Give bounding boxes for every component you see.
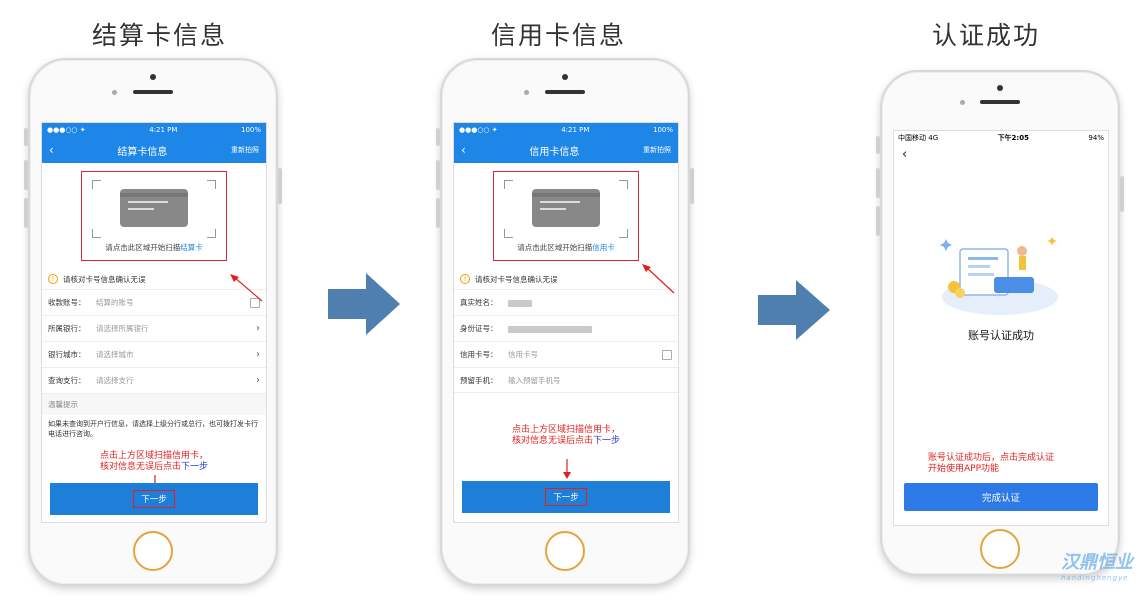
instruction-note: 点击上方区域扫描信用卡， 核对信息无误后点击下一步: [99, 451, 209, 472]
nav-title: 结算卡信息: [117, 146, 168, 158]
status-bar: ●●●○○ ✦ 4:21 PM 100%: [454, 123, 678, 137]
back-icon[interactable]: ‹: [902, 147, 908, 162]
chevron-right-icon: ›: [256, 323, 260, 334]
screen-credit: ●●●○○ ✦ 4:21 PM 100% ‹ 信用卡信息 重新拍照 请点击此区域…: [453, 122, 679, 523]
panel-title-success: 认证成功: [932, 21, 1041, 50]
form-row-account[interactable]: 收款账号： 结算的账号: [42, 289, 266, 315]
retake-button[interactable]: 重新拍照: [643, 146, 671, 154]
phone-settle: ●●●○○ ✦ 4:21 PM 100% ‹ 结算卡信息 重新拍照 请点击此区域…: [24, 58, 282, 586]
chevron-right-icon: ›: [256, 349, 260, 360]
form-row-bank[interactable]: 所属银行： 请选择所属银行 ›: [42, 315, 266, 341]
form-row-phone[interactable]: 预留手机： 输入预留手机号: [454, 367, 678, 393]
redacted-id: [508, 325, 592, 333]
screen-success: 中国移动 4G 下午2:05 94% ‹ 账号认证成功: [893, 130, 1109, 526]
scan-card-area[interactable]: 请点击此区域开始扫描信用卡: [493, 171, 639, 261]
instruction-note: 点击上方区域扫描信用卡， 核对信息无误后点击下一步: [511, 425, 621, 446]
front-camera: [997, 85, 1003, 91]
verify-warning: ! 请核对卡号信息确认无误: [42, 269, 266, 289]
pointer-arrow-icon: [642, 264, 675, 294]
home-button: [545, 531, 585, 571]
redacted-name: [508, 299, 532, 307]
form-row-card[interactable]: 信用卡号： 信用卡号: [454, 341, 678, 367]
front-camera: [562, 74, 568, 80]
tip-heading: 温馨提示: [42, 393, 266, 415]
home-button: [980, 529, 1020, 569]
complete-verification-button[interactable]: 完成认证: [904, 483, 1098, 511]
next-step-button[interactable]: 下一步: [50, 483, 258, 515]
chevron-right-icon: ›: [256, 375, 260, 386]
form-row-branch[interactable]: 查询支行： 请选择支行 ›: [42, 367, 266, 393]
step-arrow-1-icon: [328, 273, 400, 335]
status-bar: 中国移动 4G 下午2:05 94%: [894, 131, 1108, 145]
back-icon[interactable]: ‹: [49, 143, 54, 157]
phone-success: 中国移动 4G 下午2:05 94% ‹ 账号认证成功: [876, 70, 1124, 576]
panel-title-settle: 结算卡信息: [92, 21, 228, 50]
card-icon: [532, 189, 600, 227]
pointer-arrow-icon: [230, 274, 263, 302]
front-camera: [150, 74, 156, 80]
warning-icon: !: [460, 274, 470, 284]
nav-bar: ‹ 信用卡信息 重新拍照: [454, 137, 678, 163]
warning-icon: !: [48, 274, 58, 284]
success-message: 账号认证成功: [968, 329, 1034, 342]
form-row-id[interactable]: 身份证号：: [454, 315, 678, 341]
status-bar: ●●●○○ ✦ 4:21 PM 100%: [42, 123, 266, 137]
nav-bar: ‹ 结算卡信息 重新拍照: [42, 137, 266, 163]
instruction-note: 账号认证成功后，点击完成认证 开始使用APP功能: [928, 453, 1055, 474]
watermark-logo: 汉鼎恒业 handinghengye: [1061, 552, 1133, 582]
nav-title: 信用卡信息: [529, 146, 580, 158]
back-icon[interactable]: ‹: [461, 143, 466, 157]
panel-title-credit: 信用卡信息: [491, 21, 627, 50]
speaker: [133, 90, 173, 94]
speaker: [545, 90, 585, 94]
scan-card-area[interactable]: 请点击此区域开始扫描结算卡: [81, 171, 227, 261]
down-arrow-icon: [563, 459, 571, 479]
edit-icon[interactable]: [250, 297, 260, 308]
next-step-button[interactable]: 下一步: [462, 481, 670, 513]
retake-button[interactable]: 重新拍照: [231, 146, 259, 154]
screen-settle: ●●●○○ ✦ 4:21 PM 100% ‹ 结算卡信息 重新拍照 请点击此区域…: [41, 122, 267, 523]
phone-credit: ●●●○○ ✦ 4:21 PM 100% ‹ 信用卡信息 重新拍照 请点击此区域…: [436, 58, 694, 586]
card-icon: [120, 189, 188, 227]
speaker: [980, 100, 1020, 104]
home-button: [133, 531, 173, 571]
success-illustration-icon: [940, 237, 1058, 315]
form-row-name[interactable]: 真实姓名：: [454, 289, 678, 315]
tip-body: 如果未查询到开户行信息，请选择上级分行或总行，也可拨打发卡行电话进行咨询。: [48, 420, 258, 438]
verify-warning: ! 请核对卡号信息确认无误: [454, 269, 678, 289]
form-row-city[interactable]: 银行城市： 请选择城市 ›: [42, 341, 266, 367]
step-arrow-2-icon: [758, 280, 830, 340]
edit-icon[interactable]: [662, 349, 672, 360]
